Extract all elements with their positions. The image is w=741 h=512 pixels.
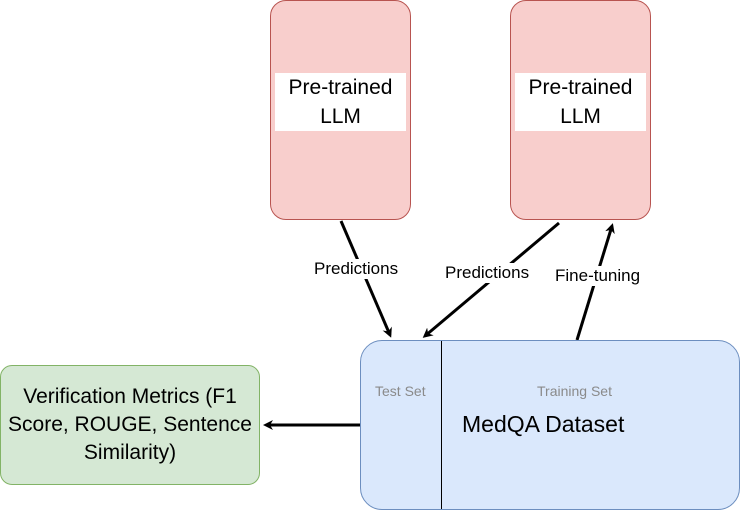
training-set-label: Training Set	[537, 383, 612, 399]
predictions-right-edge-label: Predictions	[444, 263, 531, 283]
fine-tuning-edge-label: Fine-tuning	[554, 266, 642, 286]
pretrained-llm-left-node: Pre-trained LLM	[270, 0, 411, 220]
test-training-divider	[441, 341, 442, 509]
verification-metrics-label: Verification Metrics (F1 Score, ROUGE, S…	[8, 385, 252, 464]
pretrained-llm-right-label: Pre-trained LLM	[515, 73, 646, 131]
verification-metrics-node: Verification Metrics (F1 Score, ROUGE, S…	[0, 365, 260, 485]
test-set-label: Test Set	[375, 383, 426, 399]
dataset-title: MedQA Dataset	[462, 411, 625, 437]
pretrained-llm-right-node: Pre-trained LLM	[510, 0, 651, 220]
pretrained-llm-left-label: Pre-trained LLM	[275, 73, 406, 131]
predictions-left-edge-label: Predictions	[313, 259, 400, 279]
medqa-dataset-node: Test Set Training Set MedQA Dataset	[360, 340, 740, 510]
